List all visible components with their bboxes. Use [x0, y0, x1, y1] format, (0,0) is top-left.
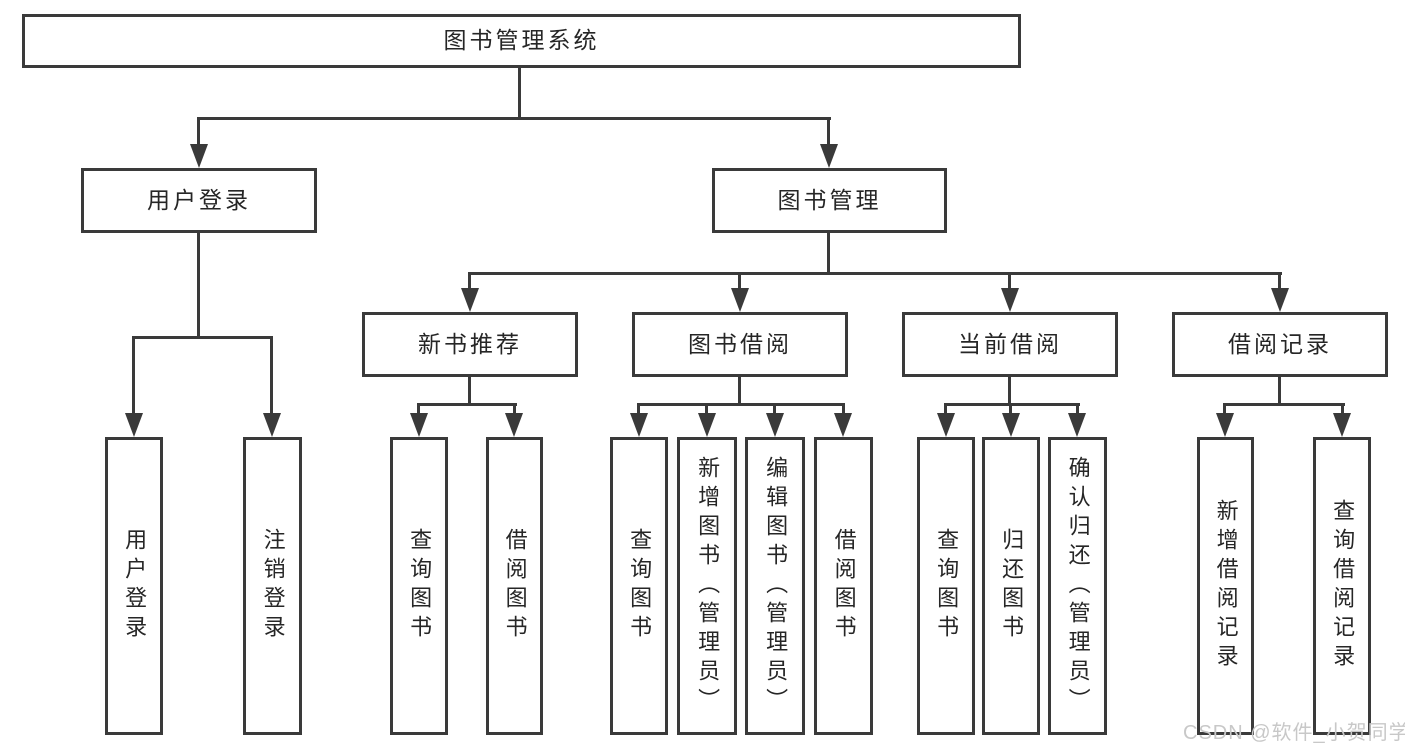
- watermark: CSDN @软件_小贺同学: [1183, 722, 1405, 744]
- connector-line: [513, 403, 516, 419]
- leaf-return-books: 归还图书: [982, 437, 1040, 735]
- arrow-down-icon: [461, 288, 479, 312]
- arrow-down-icon: [1068, 413, 1086, 437]
- arrow-down-icon: [190, 144, 208, 168]
- node-current-borrow: 当前借阅: [902, 312, 1118, 377]
- leaf-logout-login: 注销登录: [243, 437, 302, 735]
- connector-line: [518, 68, 521, 120]
- connector-line: [468, 272, 471, 294]
- leaf-query-books-recommend: 查询图书: [390, 437, 448, 735]
- leaf-add-borrow-record: 新增借阅记录: [1197, 437, 1254, 735]
- connector-line: [468, 272, 1282, 275]
- leaf-query-books-borrow: 查询图书: [610, 437, 668, 735]
- connector-line: [827, 117, 830, 147]
- connector-line: [417, 403, 420, 419]
- leaf-add-books-admin: 新增图书（管理员）: [677, 437, 737, 735]
- arrow-down-icon: [1271, 288, 1289, 312]
- arrow-down-icon: [1333, 413, 1351, 437]
- arrow-down-icon: [1216, 413, 1234, 437]
- node-root-system: 图书管理系统: [22, 14, 1021, 68]
- leaf-confirm-return-admin: 确认归还（管理员）: [1048, 437, 1107, 735]
- connector-line: [705, 403, 708, 419]
- arrow-down-icon: [410, 413, 428, 437]
- connector-line: [637, 403, 845, 406]
- connector-line: [1341, 403, 1344, 419]
- node-book-borrow: 图书借阅: [632, 312, 848, 377]
- arrow-down-icon: [1002, 413, 1020, 437]
- connector-line: [1278, 377, 1281, 406]
- arrow-down-icon: [630, 413, 648, 437]
- arrow-down-icon: [1001, 288, 1019, 312]
- connector-line: [197, 117, 200, 147]
- arrow-down-icon: [731, 288, 749, 312]
- leaf-user-login: 用户登录: [105, 437, 163, 735]
- arrow-down-icon: [766, 413, 784, 437]
- connector-line: [944, 403, 947, 419]
- node-book-management: 图书管理: [712, 168, 947, 233]
- connector-line: [197, 117, 831, 120]
- connector-line: [637, 403, 640, 419]
- node-user-login: 用户登录: [81, 168, 317, 233]
- arrow-down-icon: [937, 413, 955, 437]
- connector-line: [1008, 272, 1011, 294]
- connector-line: [1278, 272, 1281, 294]
- connector-line: [738, 272, 741, 294]
- leaf-borrow-books: 借阅图书: [814, 437, 873, 735]
- connector-line: [132, 336, 135, 419]
- connector-line: [417, 403, 517, 406]
- leaf-edit-books-admin: 编辑图书（管理员）: [745, 437, 805, 735]
- arrow-down-icon: [263, 413, 281, 437]
- node-borrow-records: 借阅记录: [1172, 312, 1388, 377]
- connector-line: [738, 377, 741, 406]
- connector-line: [1008, 377, 1011, 406]
- connector-line: [197, 233, 200, 339]
- leaf-borrow-books-recommend: 借阅图书: [486, 437, 543, 735]
- connector-line: [944, 403, 1080, 406]
- connector-line: [842, 403, 845, 419]
- connector-line: [827, 233, 830, 275]
- connector-line: [270, 336, 273, 419]
- leaf-query-books-current: 查询图书: [917, 437, 975, 735]
- arrow-down-icon: [834, 413, 852, 437]
- connector-line: [773, 403, 776, 419]
- leaf-query-borrow-record: 查询借阅记录: [1313, 437, 1371, 735]
- connector-line: [1223, 403, 1345, 406]
- arrow-down-icon: [698, 413, 716, 437]
- arrow-down-icon: [125, 413, 143, 437]
- arrow-down-icon: [505, 413, 523, 437]
- connector-line: [1009, 403, 1012, 419]
- node-new-book-recommend: 新书推荐: [362, 312, 578, 377]
- connector-line: [132, 336, 273, 339]
- connector-line: [468, 377, 471, 406]
- connector-line: [1076, 403, 1079, 419]
- arrow-down-icon: [820, 144, 838, 168]
- connector-line: [1223, 403, 1226, 419]
